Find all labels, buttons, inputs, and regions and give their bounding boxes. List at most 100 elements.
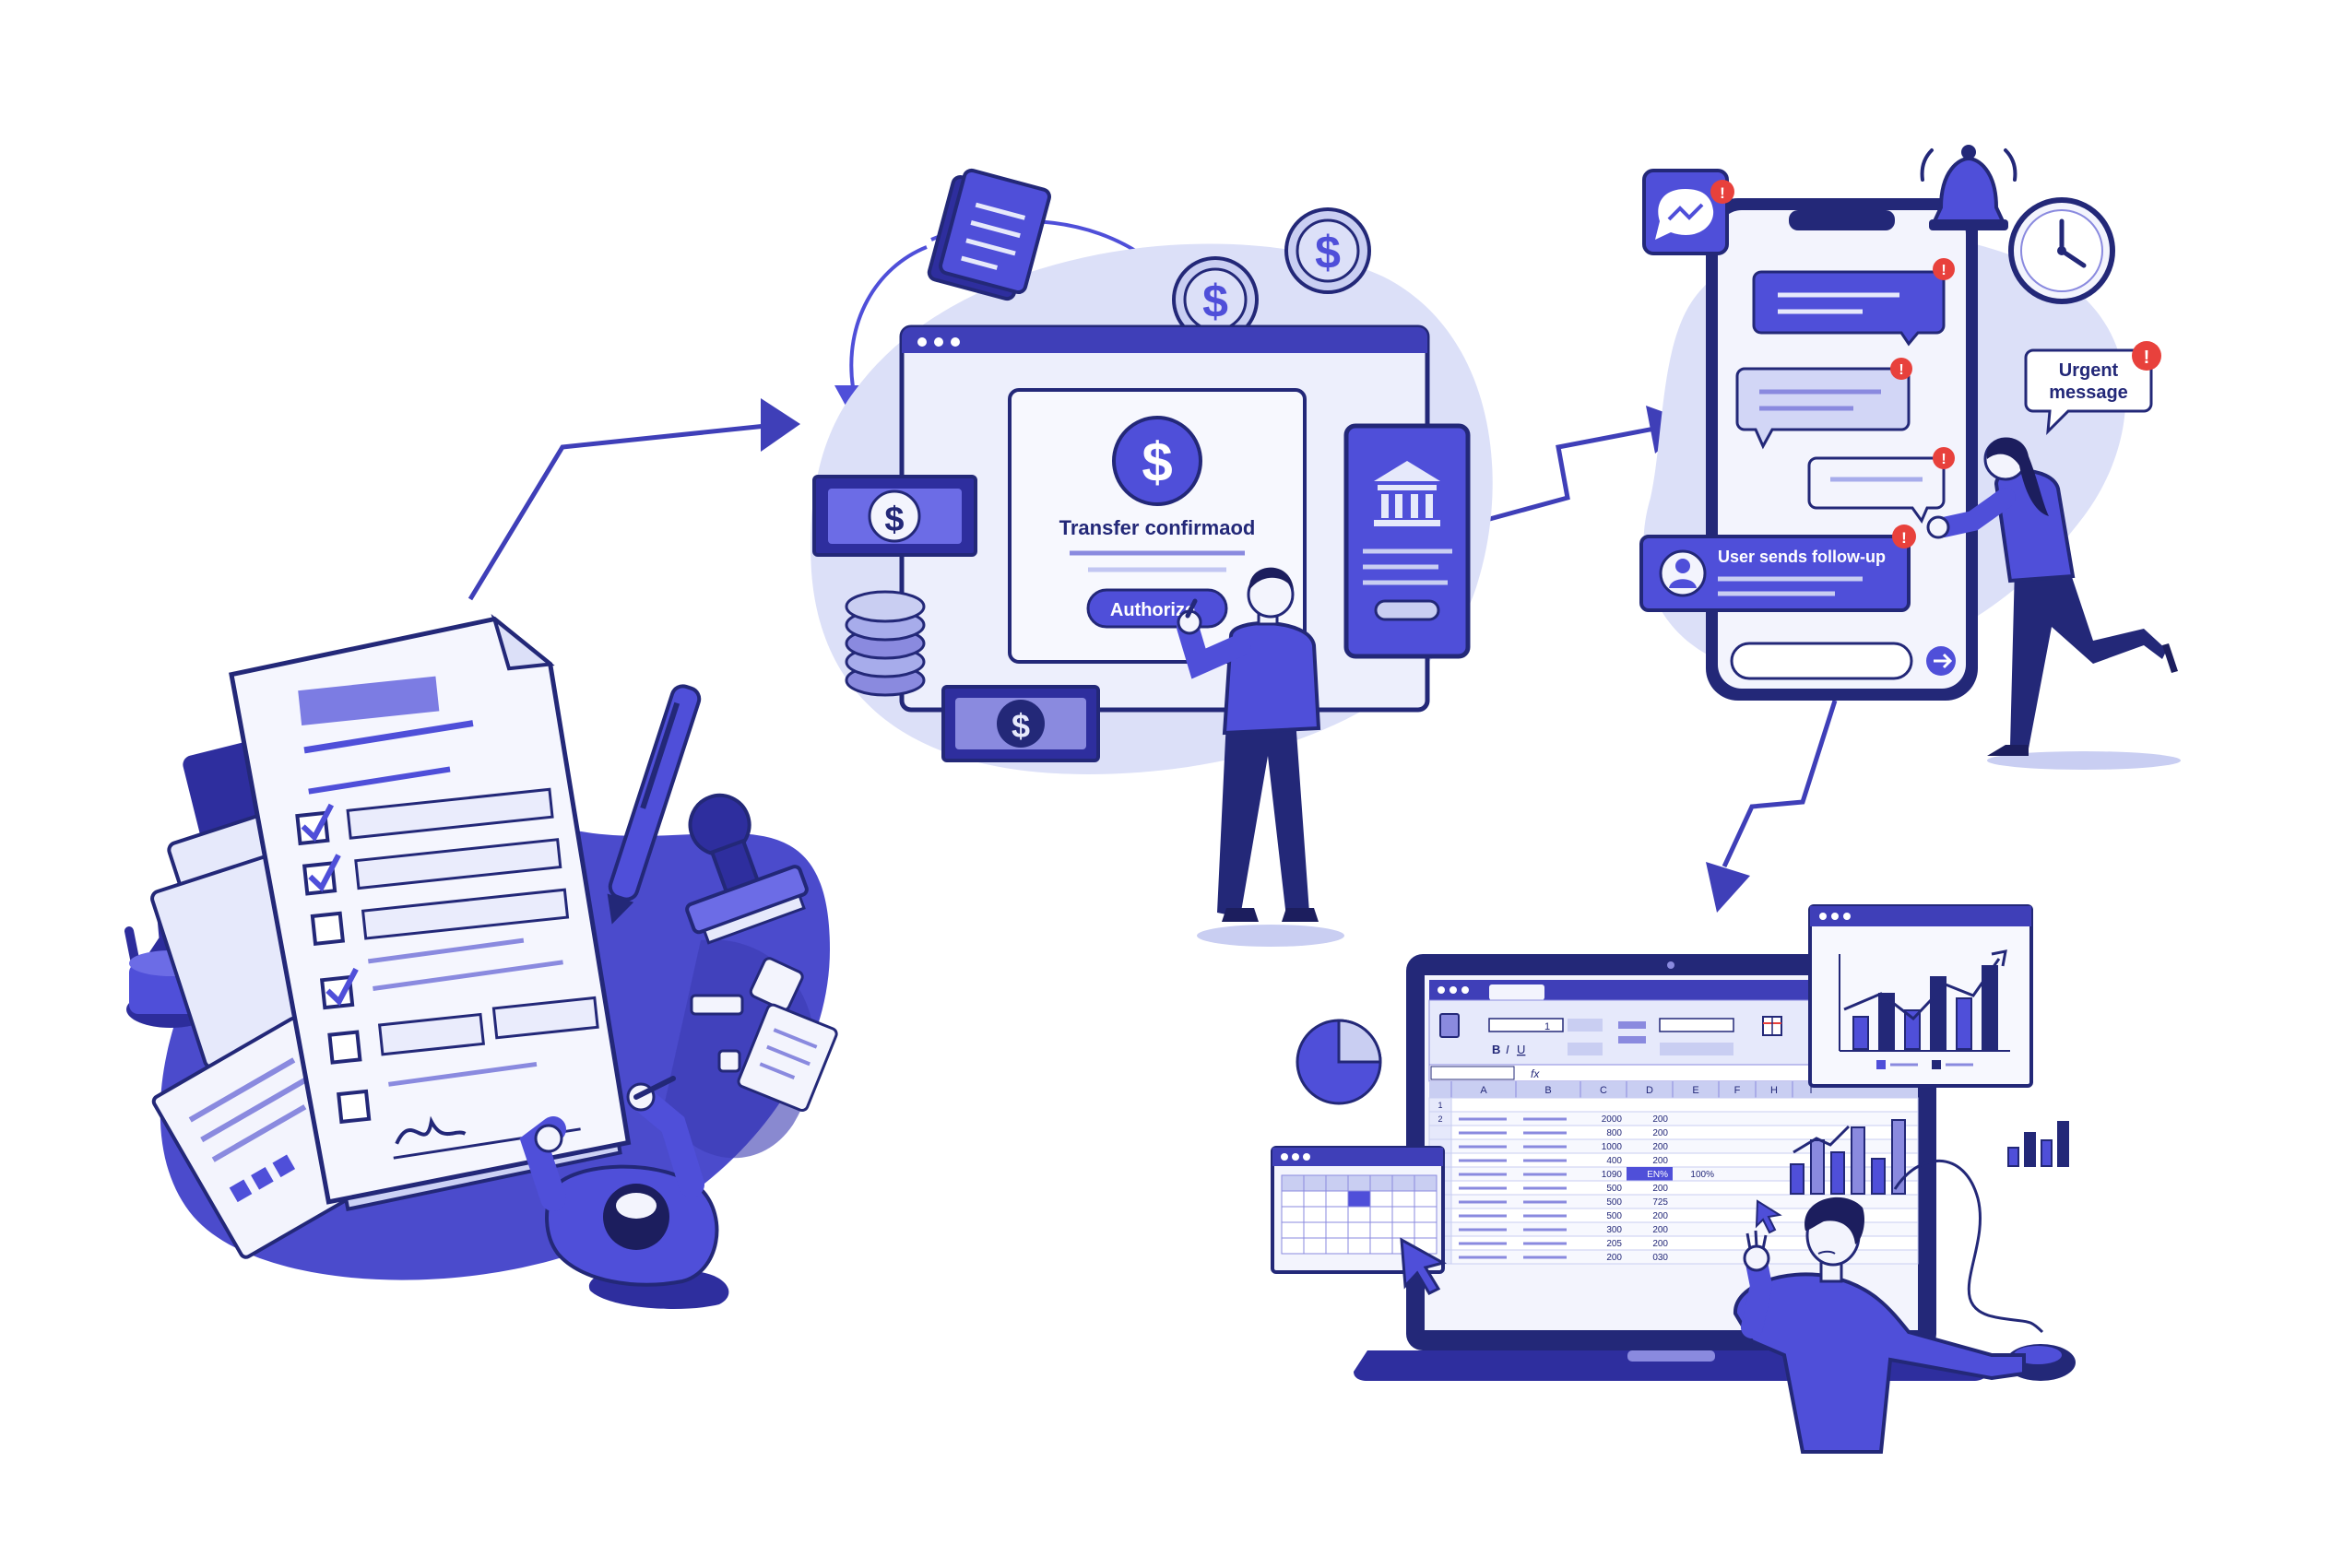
cell-value-c[interactable]: 2000 <box>1602 1114 1623 1125</box>
calendar-cell[interactable] <box>1325 1237 1349 1255</box>
authorize-button[interactable]: Authorize <box>1086 588 1228 629</box>
calendar-cell[interactable] <box>1369 1221 1393 1239</box>
messenger-app-icon: ! <box>1642 169 1734 255</box>
column-header[interactable]: E <box>1692 1085 1698 1096</box>
bank-card <box>1343 423 1471 659</box>
calendar-cell[interactable] <box>1414 1190 1438 1208</box>
cell-value-d[interactable]: 200 <box>1652 1239 1668 1249</box>
bold-icon[interactable]: B <box>1492 1043 1500 1056</box>
cell-value-d[interactable]: 200 <box>1652 1225 1668 1235</box>
table-row <box>1428 1097 1919 1113</box>
calendar-cell[interactable] <box>1347 1237 1371 1255</box>
calendar-cell[interactable] <box>1391 1174 1415 1192</box>
followup-banner: User sends follow-up ! <box>1639 525 1916 612</box>
calendar-cell[interactable] <box>1325 1174 1349 1192</box>
cell-value-c[interactable]: 300 <box>1606 1225 1622 1235</box>
cell-value-d[interactable]: 030 <box>1652 1253 1668 1263</box>
number-format-box[interactable] <box>1659 1018 1734 1032</box>
calendar-cell[interactable] <box>1303 1190 1327 1208</box>
cell-value-c[interactable]: 500 <box>1606 1184 1622 1194</box>
cell-value-c[interactable]: 400 <box>1606 1156 1622 1166</box>
calendar-cell[interactable] <box>1281 1237 1305 1255</box>
calendar-cell[interactable] <box>1369 1174 1393 1192</box>
cell-value-d[interactable]: EN% <box>1647 1170 1668 1180</box>
calendar-cell[interactable] <box>1303 1237 1327 1255</box>
calendar-cell[interactable] <box>1369 1237 1393 1255</box>
calendar-cell[interactable] <box>1281 1190 1305 1208</box>
cell-value-c[interactable]: 500 <box>1606 1197 1622 1208</box>
selected-cell[interactable] <box>1627 1167 1673 1181</box>
transfer-heading: Transfer confirmaod <box>1059 516 1256 539</box>
calendar-cell[interactable] <box>1281 1221 1305 1239</box>
name-box[interactable] <box>1430 1066 1515 1080</box>
calendar-cell[interactable] <box>1303 1206 1327 1223</box>
paste-icon[interactable] <box>1439 1013 1460 1038</box>
calendar-cell[interactable] <box>1391 1190 1415 1208</box>
calendar-cell[interactable] <box>1325 1221 1349 1239</box>
column-header[interactable]: H <box>1770 1085 1778 1096</box>
mouse-cursor-icon <box>1400 1237 1447 1295</box>
column-header[interactable]: I <box>1809 1085 1812 1096</box>
flow-arrow-2 <box>1465 423 1670 528</box>
calendar-selected-day[interactable] <box>1347 1190 1371 1208</box>
alert-dot <box>1710 180 1734 204</box>
column-header[interactable]: F <box>1734 1085 1741 1096</box>
calendar-cell[interactable] <box>1281 1206 1305 1223</box>
calendar-cell[interactable] <box>1281 1174 1305 1192</box>
calendar-cell[interactable] <box>1347 1206 1371 1223</box>
main-document <box>229 613 632 1212</box>
font-name-box[interactable] <box>1488 1018 1564 1032</box>
row-number-cell <box>1428 1125 1452 1140</box>
cell-value-c[interactable]: 500 <box>1606 1211 1622 1221</box>
svg-text:!: ! <box>2144 348 2150 368</box>
cell-value-d[interactable]: 200 <box>1652 1184 1668 1194</box>
calendar-cell[interactable] <box>1414 1206 1438 1223</box>
cell-value-c[interactable]: 1000 <box>1602 1142 1623 1152</box>
alert-dot <box>1933 258 1955 280</box>
italic-icon[interactable]: I <box>1506 1043 1509 1056</box>
column-header[interactable]: A <box>1480 1085 1487 1096</box>
cell-value-d[interactable]: 725 <box>1652 1197 1668 1208</box>
alert-dot <box>1933 447 1955 469</box>
cell-value-c[interactable]: 200 <box>1606 1253 1622 1263</box>
cell-value-c[interactable]: 205 <box>1606 1239 1622 1249</box>
calendar-cell[interactable] <box>1391 1221 1415 1239</box>
chat-bubble-2: ! <box>1735 358 1912 450</box>
calendar-cell[interactable] <box>1369 1206 1393 1223</box>
column-header[interactable]: C <box>1600 1085 1607 1096</box>
cell-value-d[interactable]: 200 <box>1652 1156 1668 1166</box>
urgent-line-2: message <box>2049 383 2128 403</box>
bar-mark <box>1956 997 1972 1050</box>
banknote-dollar-2: $ <box>1012 707 1030 745</box>
calendar-cell[interactable] <box>1325 1206 1349 1223</box>
coin-dollar-sign: $ <box>1315 227 1341 278</box>
calendar-cell[interactable] <box>1303 1221 1327 1239</box>
transfer-confirmation-card: $ Transfer confirmaod <box>1008 388 1307 664</box>
alert-dot <box>2132 341 2161 371</box>
sticky-note-icon <box>737 1003 838 1113</box>
bar-mark <box>1830 1151 1845 1195</box>
calendar-cell[interactable] <box>1391 1206 1415 1223</box>
calendar-cell[interactable] <box>1347 1221 1371 1239</box>
cell-value-e[interactable]: 100% <box>1690 1170 1714 1180</box>
calendar-cell[interactable] <box>1303 1174 1327 1192</box>
table-format-icon[interactable] <box>1762 1016 1782 1036</box>
calendar-cell[interactable] <box>1369 1190 1393 1208</box>
calendar-cell[interactable] <box>1325 1190 1349 1208</box>
cell-value-c[interactable]: 1090 <box>1602 1170 1623 1180</box>
calendar-cell[interactable] <box>1347 1174 1371 1192</box>
calendar-cell[interactable] <box>1414 1174 1438 1192</box>
column-header[interactable]: D <box>1646 1085 1653 1096</box>
cell-value-d[interactable]: 200 <box>1652 1128 1668 1138</box>
column-header[interactable]: B <box>1544 1085 1551 1096</box>
calendar-cell[interactable] <box>1414 1221 1438 1239</box>
mouse-cable <box>1893 1159 2044 1334</box>
cell-value-c[interactable]: 800 <box>1606 1128 1622 1138</box>
underline-icon[interactable]: U <box>1517 1043 1525 1056</box>
cell-value-d[interactable]: 200 <box>1652 1142 1668 1152</box>
cell-value-d[interactable]: 200 <box>1652 1211 1668 1221</box>
payment-scene: $ $ $ Transfer confirmaod Authorize <box>811 168 1493 947</box>
cell-value-d[interactable]: 200 <box>1652 1114 1668 1125</box>
